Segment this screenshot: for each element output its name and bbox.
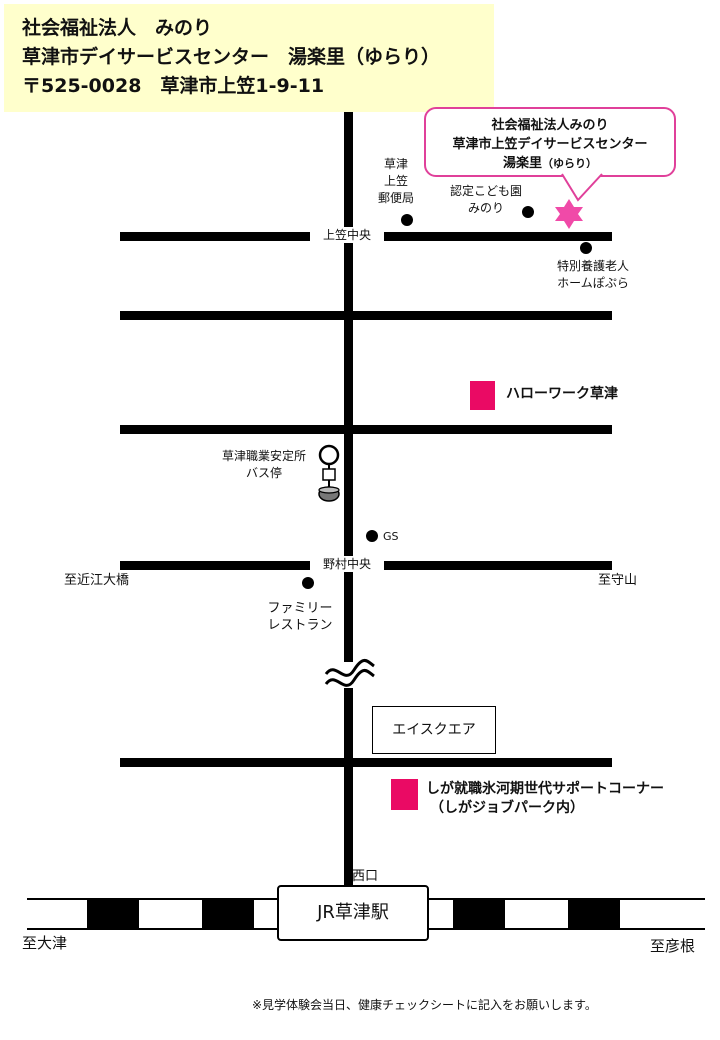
road-3 [120, 425, 612, 434]
shiga-support-marker [391, 779, 418, 810]
railway-segment [87, 899, 139, 929]
intersection-kamigasa-label: 上笠中央 [310, 227, 384, 243]
footnote: ※見学体験会当日、健康チェックシートに記入をお願いします。 [252, 998, 597, 1012]
header-line-3: 〒525-0028 草津市上笠1-9-11 [22, 75, 325, 97]
direction-hikone: 至彦根 [650, 937, 696, 955]
intersection-nomura-label: 野村中央 [310, 556, 384, 572]
destination-callout: 社会福祉法人みのり 草津市上笠デイサービスセンター 湯楽里（ゆらり） [424, 107, 676, 177]
callout-line-2: 草津市上笠デイサービスセンター [452, 137, 648, 152]
callout-line-1: 社会福祉法人みのり [491, 118, 609, 133]
nursing-home-dot [580, 242, 592, 254]
callout-line-3: 湯楽里（ゆらり） [502, 156, 597, 171]
station-box: JR草津駅 [277, 885, 429, 941]
hello-work-marker [470, 381, 495, 410]
header-line-1: 社会福祉法人 みのり [22, 17, 213, 39]
shiga-support-label: しが就職氷河期世代サポートコーナー （しがジョブパーク内） [426, 781, 664, 816]
nursing-home-label: 特別養護老人 ホームぽぷら [556, 259, 629, 290]
direction-otsu: 至大津 [22, 934, 68, 952]
gas-station-dot [366, 530, 378, 542]
nursery-label: 認定こども園 みのり [449, 184, 522, 215]
road-break-mark [324, 659, 375, 687]
callout-pointer [561, 168, 603, 202]
family-restaurant-dot [302, 577, 314, 589]
main-road-vertical [344, 112, 353, 885]
station-name: JR草津駅 [317, 902, 389, 923]
bus-stop-icon [318, 444, 340, 502]
bus-stop-label: 草津職業安定所 バス停 [221, 449, 306, 480]
road-2 [120, 311, 612, 320]
railway-segment [568, 899, 620, 929]
railway-segment [202, 899, 254, 929]
header-line-2: 草津市デイサービスセンター 湯楽里（ゆらり） [22, 46, 441, 68]
header-box: 社会福祉法人 みのり 草津市デイサービスセンター 湯楽里（ゆらり） 〒525-0… [4, 4, 494, 112]
post-office-dot [401, 214, 413, 226]
post-office-label: 草津 上笠 郵便局 [377, 157, 414, 205]
gas-station-label: GS [383, 530, 399, 543]
direction-moriyama: 至守山 [598, 573, 638, 588]
destination-star-icon [555, 199, 583, 229]
road-5 [120, 758, 612, 767]
a-square-building: エイスクエア [372, 706, 496, 754]
station-exit-label: 西口 [352, 869, 379, 884]
hello-work-label: ハローワーク草津 [506, 386, 618, 402]
nursery-dot [522, 206, 534, 218]
railway-segment [453, 899, 505, 929]
direction-omi-bridge: 至近江大橋 [64, 573, 130, 588]
family-restaurant-label: ファミリー レストラン [267, 601, 333, 633]
callout-line-3-reading: （ゆらり） [542, 157, 597, 170]
